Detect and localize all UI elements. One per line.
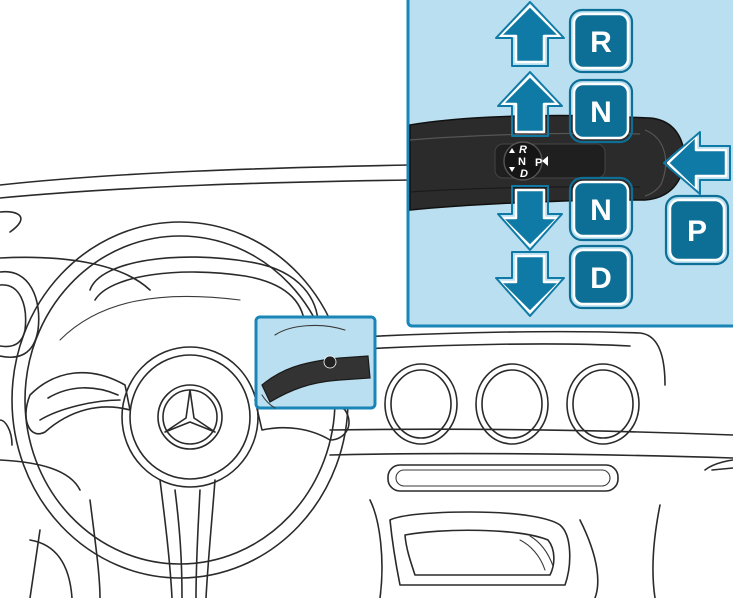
badge-label-reverse: R xyxy=(590,26,612,59)
knob-label-r: R xyxy=(519,144,527,156)
lever-highlight-box xyxy=(256,317,375,408)
badge-neutral-down: N xyxy=(570,178,632,240)
badge-label-park: P xyxy=(687,215,707,248)
badge-neutral-up: N xyxy=(570,80,632,142)
star-emblem-icon xyxy=(158,385,222,449)
knob-label-p: P xyxy=(535,157,542,169)
badge-label-drive: D xyxy=(590,262,612,295)
steering-wheel xyxy=(12,222,349,598)
badge-park: P xyxy=(666,196,728,264)
knob-label-n: N xyxy=(518,156,526,168)
badge-drive: D xyxy=(570,246,632,308)
badge-label-neutral-down: N xyxy=(590,194,612,227)
badge-reverse: R xyxy=(570,10,632,72)
badge-label-neutral-up: N xyxy=(590,96,612,129)
knob-label-d: D xyxy=(520,168,528,180)
